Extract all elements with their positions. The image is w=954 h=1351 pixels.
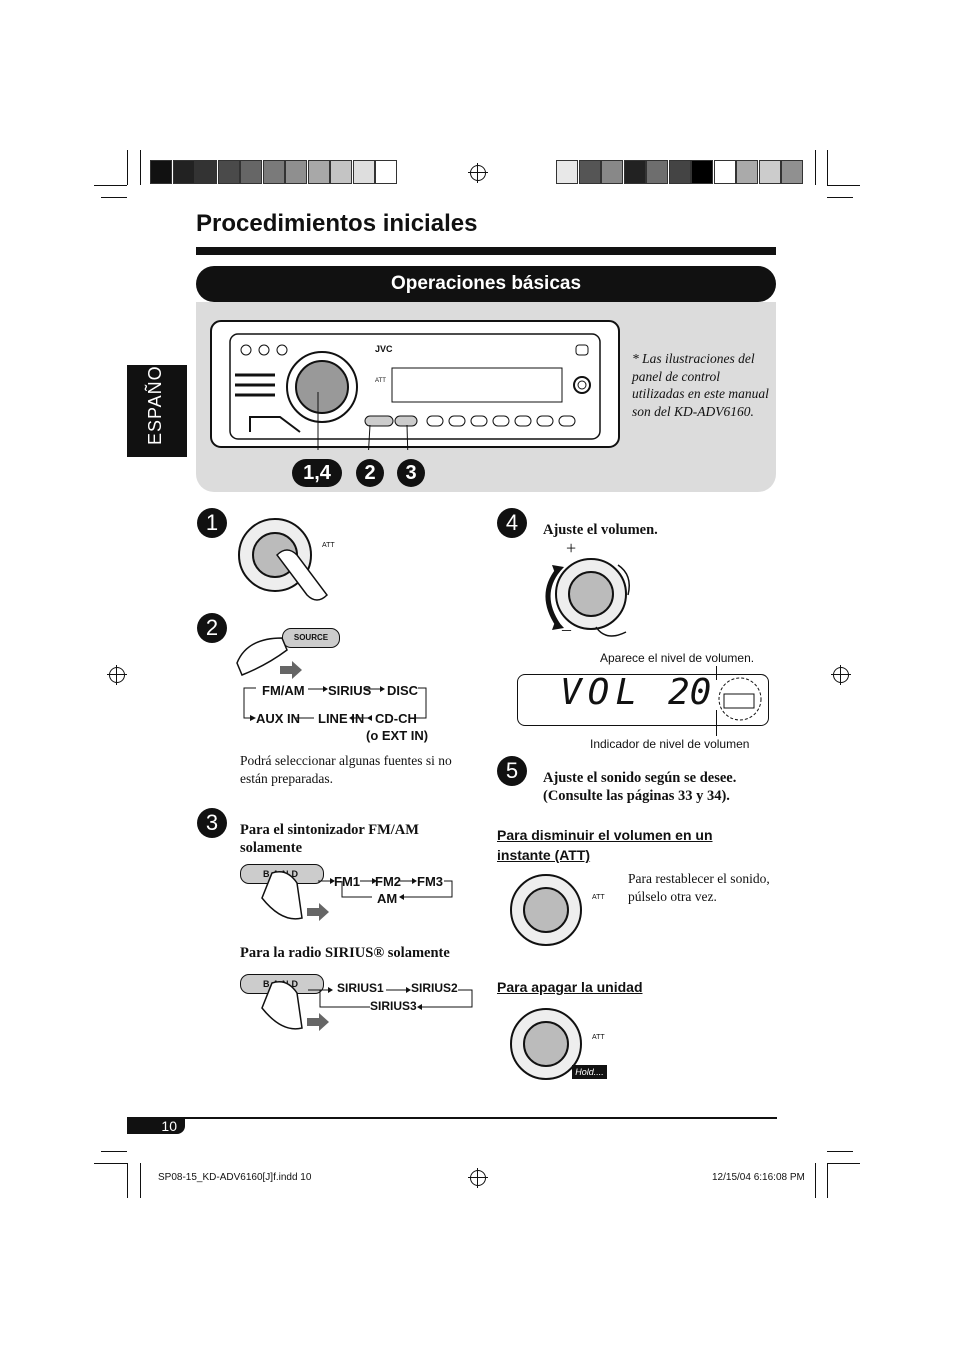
color-swatch [172, 160, 195, 184]
color-swatch [646, 160, 668, 184]
page-title: Procedimientos iniciales [196, 210, 478, 237]
flow-cd-ch: CD-CH [375, 711, 417, 726]
flow-fm3: FM3 [417, 874, 443, 889]
flow-line-in: LINE IN [318, 711, 365, 726]
source-flow-diagram [243, 686, 427, 721]
sirius-heading: Para la radio SIRIUS® solamente [240, 945, 450, 961]
step-5-text: Ajuste el sonido según se desee. (Consul… [543, 770, 737, 804]
flow-sirius1: SIRIUS1 [337, 981, 384, 995]
color-swatch [736, 160, 758, 184]
flow-aux-in: AUX IN [256, 711, 301, 726]
finger-press-icon [236, 637, 302, 679]
rotate-arrows-icon [545, 564, 630, 637]
color-swatch [668, 160, 691, 184]
off-heading: Para apagar la unidad [497, 979, 643, 995]
step-4-heading: Ajuste el volumen. [543, 522, 658, 538]
finger-press-icon [261, 871, 329, 921]
step-3-number: 3 [197, 808, 227, 838]
color-swatch [150, 160, 172, 184]
registration-mark-icon [107, 665, 127, 685]
color-swatch [307, 160, 330, 184]
att-label: ATT [375, 378, 386, 384]
minus-sign: – [562, 619, 571, 639]
att-text: Para restablecer el sonido, púlselo otra… [628, 871, 770, 904]
color-swatch [217, 160, 240, 184]
page-number: 10 [127, 1118, 185, 1134]
color-swatch [240, 160, 262, 184]
hold-badge: Hold.... [572, 1065, 607, 1079]
color-swatch [285, 160, 307, 184]
title-rule [196, 247, 776, 255]
flow-disc: DISC [387, 683, 419, 698]
section-heading: Operaciones básicas [196, 266, 776, 302]
color-swatch [623, 160, 646, 184]
callout-1-4: 1,4 [292, 459, 342, 487]
registration-mark-icon [468, 1168, 488, 1188]
att-label: ATT [322, 542, 335, 549]
control-panel-illustration [210, 320, 620, 450]
step-2-text: Podrá seleccionar algunas fuentes si no … [240, 753, 452, 786]
flow-sirius3: SIRIUS3 [370, 999, 417, 1013]
color-swatch [262, 160, 285, 184]
flow-fm1: FM1 [334, 874, 360, 889]
att-label: ATT [592, 1034, 605, 1041]
sirius-flow-diagram [308, 987, 473, 1010]
control-dial[interactable] [510, 874, 582, 946]
color-swatch [578, 160, 601, 184]
color-swatch [556, 160, 578, 184]
panel-note: * Las ilustraciones del panel de control… [632, 351, 769, 419]
step-1-number: 1 [197, 508, 227, 538]
color-swatch [758, 160, 781, 184]
fm-flow-diagram [318, 878, 453, 900]
leader-line [716, 666, 717, 680]
footer-filename: SP08-15_KD-ADV6160[J]f.indd 10 [158, 1172, 312, 1183]
step-5-number: 5 [497, 756, 527, 786]
step-4-number: 4 [497, 508, 527, 538]
control-dial[interactable] [510, 1008, 582, 1080]
color-swatch [691, 160, 713, 184]
leader-line [716, 710, 717, 736]
flow-fm2: FM2 [375, 874, 401, 889]
footer-rule [127, 1117, 777, 1119]
color-swatch [601, 160, 623, 184]
att-heading: Para disminuir el volumen en un instante… [497, 827, 713, 863]
color-swatch [375, 160, 397, 184]
brand-logo: JVC [375, 344, 393, 354]
lcd-vol-text: VOL [560, 672, 644, 713]
callout-3: 3 [397, 459, 425, 487]
flow-sirius2: SIRIUS2 [411, 981, 458, 995]
color-swatch [352, 160, 375, 184]
flow-sirius: SIRIUS [328, 683, 372, 698]
color-swatch [195, 160, 217, 184]
registration-mark-icon [468, 163, 488, 183]
flow-ext-in: (o EXT IN) [366, 728, 429, 743]
att-label: ATT [592, 894, 605, 901]
callout-2: 2 [356, 459, 384, 487]
volume-label-bottom: Indicador de nivel de volumen [590, 737, 750, 751]
finger-icon [276, 549, 328, 601]
footer-date: 12/15/04 6:16:08 PM [712, 1172, 805, 1183]
step-2-number: 2 [197, 613, 227, 643]
plus-sign: + [566, 538, 577, 558]
lcd-indicator-icon [718, 677, 762, 721]
lcd-vol-value: 20 [668, 672, 712, 713]
language-tab: ESPAÑOL [127, 354, 187, 457]
color-swatch [330, 160, 352, 184]
registration-mark-icon [831, 665, 851, 685]
color-swatch [781, 160, 803, 184]
finger-press-icon [261, 981, 329, 1031]
flow-fm-am: FM/AM [262, 683, 305, 698]
lcd-display [517, 674, 769, 726]
fm-am-heading: Para el sintonizador FM/AM solamente [240, 822, 419, 856]
flow-am: AM [377, 891, 398, 906]
volume-label-top: Aparece el nivel de volumen. [600, 651, 755, 665]
color-swatch [713, 160, 736, 184]
volume-dial[interactable] [555, 558, 627, 630]
